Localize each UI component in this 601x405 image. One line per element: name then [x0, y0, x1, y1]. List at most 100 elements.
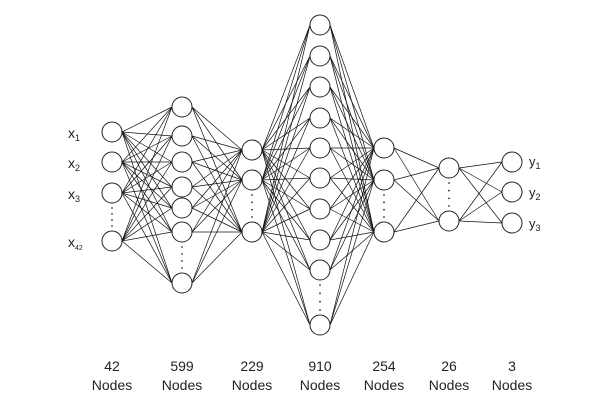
ellipsis-dot-layer-1-2 [111, 213, 113, 215]
node-layer-2-6 [171, 221, 193, 243]
edge-l3-n3-to-n2 [261, 55, 311, 233]
node-layer-4-8 [309, 229, 331, 251]
edge-l2-n4-to-n2 [191, 179, 243, 188]
ellipsis-dot-layer-3-4 [251, 216, 253, 218]
output-label-y2: y2 [529, 185, 541, 202]
edge-l6-n2-to-n3 [458, 220, 503, 224]
edge-l2-n1-to-n2 [191, 106, 243, 181]
node-layer-4-4 [309, 107, 331, 129]
ellipsis-dot-layer-4-4 [319, 309, 321, 311]
edge-l2-n2-to-n3 [191, 135, 243, 233]
edge-l3-n1-to-n8 [261, 149, 311, 241]
edge-l3-n2-to-n6 [261, 177, 311, 181]
edge-l4-n1-to-n3 [329, 24, 375, 233]
node-layer-4-2 [309, 45, 331, 67]
ellipsis-dot-layer-5-1 [383, 194, 385, 196]
edge-l1-n3-to-n3 [121, 161, 173, 194]
edge-l3-n2-to-n2 [261, 55, 311, 181]
ellipsis-dot-layer-1-4 [111, 225, 113, 227]
input-label-x42: x42 [68, 234, 83, 252]
edge-l2-n4-to-n3 [191, 186, 243, 233]
layer-unit: Nodes [299, 377, 341, 393]
layer-unit: Nodes [231, 377, 273, 393]
node-layer-7-2 [501, 181, 523, 203]
edge-l4-n7-to-n3 [329, 208, 375, 233]
edge-l4-n10-to-n1 [329, 147, 375, 326]
edge-l3-n3-to-n10 [261, 231, 311, 326]
edge-l1-n4-to-n1 [121, 106, 173, 242]
output-label-y1: y1 [529, 154, 541, 171]
edge-l1-n3-to-n7 [121, 192, 173, 284]
edge-l1-n4-to-n3 [121, 161, 173, 242]
node-layer-7-3 [501, 212, 523, 234]
node-layer-4-3 [309, 76, 331, 98]
ellipsis-dots [111, 182, 450, 311]
layer-count: 26 [441, 358, 457, 374]
output-labels: y1 y2 y3 [529, 154, 541, 233]
edge-l1-n3-to-n5 [121, 192, 173, 209]
layer-caption-hidden-5: 26 Nodes [409, 357, 489, 395]
edge-l1-n3-to-n1 [121, 106, 173, 194]
ellipsis-dot-layer-6-3 [448, 197, 450, 200]
edge-l1-n3-to-n2 [121, 135, 173, 194]
edge-l3-n1-to-n10 [261, 149, 311, 326]
edge-l1-n1-to-n5 [121, 131, 173, 209]
edge-l4-n1-to-n1 [329, 24, 375, 149]
ellipsis-dot-layer-4-1 [319, 284, 321, 286]
layer-count: 42 [104, 358, 120, 374]
edge-l3-n3-to-n3 [261, 86, 311, 233]
edge-l5-n3-to-n1 [393, 167, 440, 233]
edge-l1-n1-to-n4 [121, 131, 173, 188]
edge-l1-n2-to-n1 [121, 106, 173, 163]
edge-l4-n2-to-n3 [329, 55, 375, 233]
edge-l1-n2-to-n7 [121, 161, 173, 284]
edge-l1-n1-to-n6 [121, 131, 173, 233]
node-layer-5-1 [373, 137, 395, 159]
layer-caption-input: 42 Nodes [72, 357, 152, 395]
ellipsis-dot-layer-3-1 [251, 194, 253, 196]
layer-count: 254 [372, 358, 396, 374]
edge-l1-n2-to-n2 [121, 135, 173, 163]
neuron-nodes [101, 14, 523, 336]
edge-l1-n2-to-n5 [121, 161, 173, 209]
layer-unit: Nodes [428, 377, 470, 393]
edge-l1-n4-to-n4 [121, 186, 173, 242]
node-layer-3-2 [241, 169, 263, 191]
ellipsis-dot-layer-5-2 [383, 201, 385, 204]
edge-l1-n3-to-n4 [121, 186, 173, 194]
edge-l3-n3-to-n8 [261, 231, 311, 241]
edge-l2-n1-to-n1 [191, 106, 243, 151]
edge-l3-n3-to-n1 [261, 24, 311, 233]
edge-l4-n6-to-n3 [329, 177, 375, 233]
edge-l2-n2-to-n2 [191, 135, 243, 181]
edge-l4-n3-to-n1 [329, 86, 375, 149]
edge-l1-n2-to-n6 [121, 161, 173, 233]
layer-count: 910 [308, 358, 332, 374]
edge-l2-n5-to-n2 [191, 179, 243, 209]
layer-caption-hidden-2: 229 Nodes [212, 357, 292, 395]
edge-l1-n1-to-n3 [121, 131, 173, 163]
layer-count: 3 [508, 358, 516, 374]
layer-caption-hidden-4: 254 Nodes [344, 357, 424, 395]
node-layer-1-4 [101, 230, 123, 252]
edge-l4-n4-to-n2 [329, 117, 375, 181]
ellipsis-dot-layer-4-3 [319, 300, 321, 303]
edge-l5-n2-to-n1 [393, 167, 440, 181]
edge-l4-n9-to-n1 [329, 147, 375, 271]
edge-l4-n5-to-n2 [329, 147, 375, 181]
edge-l3-n2-to-n1 [261, 24, 311, 181]
ellipsis-dot-layer-5-3 [383, 208, 385, 211]
layer-caption-hidden-1: 599 Nodes [142, 357, 222, 395]
edge-l4-n6-to-n1 [329, 147, 375, 179]
edge-l4-n9-to-n2 [329, 179, 375, 271]
ellipsis-dot-layer-6-1 [448, 182, 450, 184]
edge-l2-n2-to-n1 [191, 135, 243, 151]
edge-l4-n4-to-n1 [329, 117, 375, 149]
node-layer-3-3 [241, 221, 263, 243]
input-label-x3: x3 [68, 186, 80, 204]
node-layer-4-5 [309, 137, 331, 159]
edge-l3-n2-to-n9 [261, 179, 311, 271]
edge-l1-n1-to-n1 [121, 106, 173, 133]
edge-l6-n1-to-n1 [458, 161, 503, 169]
node-layer-5-3 [373, 221, 395, 243]
